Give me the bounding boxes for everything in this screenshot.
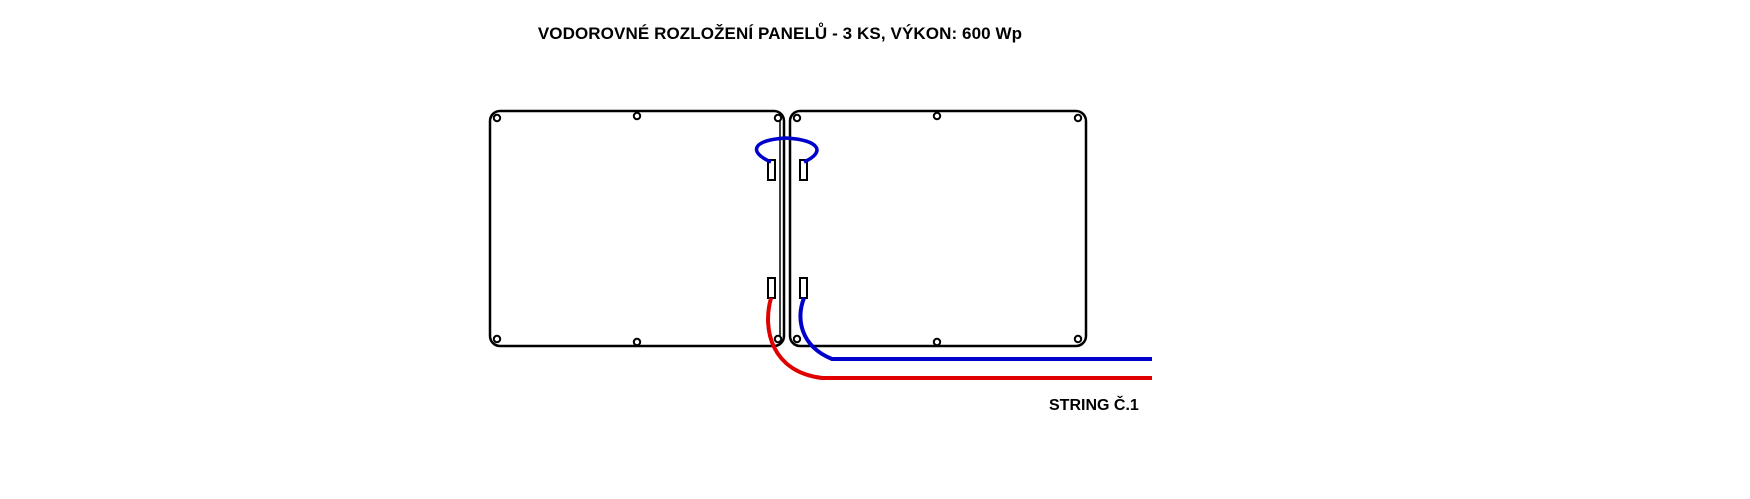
mount-hole xyxy=(932,111,942,121)
mount-hole xyxy=(632,111,642,121)
connector-right-top xyxy=(799,159,808,181)
positive-output-cable xyxy=(766,297,1152,380)
connector-right-bottom xyxy=(799,277,808,299)
mount-hole xyxy=(792,113,802,123)
mount-hole xyxy=(773,113,783,123)
panel-right-frame xyxy=(788,109,1088,348)
mount-hole xyxy=(492,334,502,344)
panel-right xyxy=(788,109,1088,348)
mount-hole xyxy=(773,334,783,344)
jumper-cable xyxy=(754,136,819,164)
mount-hole xyxy=(492,113,502,123)
panel-left xyxy=(488,109,786,348)
negative-output-cable xyxy=(798,297,1152,361)
mount-hole xyxy=(1073,334,1083,344)
connector-left-top xyxy=(767,159,776,181)
connector-left-bottom xyxy=(767,277,776,299)
mount-hole xyxy=(1073,113,1083,123)
diagram-title: VODOROVNÉ ROZLOŽENÍ PANELŮ - 3 KS, VÝKON… xyxy=(537,24,1023,43)
panel-left-frame xyxy=(488,109,786,348)
string-label: STRING Č.1 xyxy=(1049,397,1139,414)
mount-hole xyxy=(632,337,642,347)
mount-hole xyxy=(932,337,942,347)
mount-hole xyxy=(792,334,802,344)
